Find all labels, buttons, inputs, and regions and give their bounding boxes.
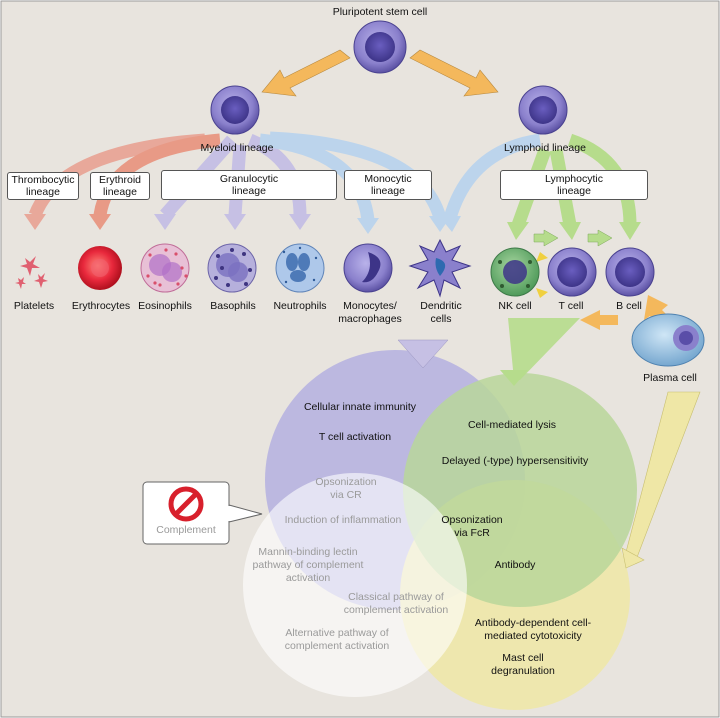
monocytes-label: Monocytes/ macrophages: [338, 300, 402, 325]
monocyte-icon: [343, 243, 393, 293]
venn-circles: [243, 350, 637, 710]
arrow-nk-t: [533, 229, 559, 247]
funnel-innate: [397, 339, 449, 369]
adcc-label: Antibody-dependent cell- mediated cytoto…: [474, 617, 592, 642]
inflammation-label: Induction of inflammation: [284, 514, 402, 526]
funnel-plasma-tip: [621, 547, 645, 569]
arrow-b-t: [580, 310, 618, 330]
funnel-lymphoid-tip: [500, 370, 528, 386]
dendritic-label: Dendritic cells: [420, 300, 462, 325]
t-cell-label: T cell: [558, 300, 584, 312]
basophil-icon: [207, 243, 257, 293]
mannin-label: Mannin-binding lectin pathway of complem…: [252, 546, 364, 584]
platelets-label: Platelets: [13, 300, 55, 312]
mast-cell-label: Mast cell degranulation: [491, 652, 555, 677]
stem-cell-label: Pluripotent stem cell: [332, 6, 428, 18]
plasma-cell-icon: [631, 313, 705, 367]
complement-circle: [243, 473, 467, 697]
nk-arrow-1: [536, 252, 548, 262]
monocytic-lineage-box: Monocytic lineage: [344, 170, 432, 200]
eosinophils-label: Eosinophils: [138, 300, 192, 312]
complement-label: Complement: [156, 524, 216, 536]
classical-pathway-label: Classical pathway of complement activati…: [343, 591, 449, 616]
myeloid-label: Myeloid lineage: [200, 142, 274, 154]
erythroid-lineage-box: Erythroid lineage: [90, 172, 150, 200]
stem-cell-nucleus: [365, 32, 395, 62]
nk-arrow-2: [536, 288, 548, 298]
nk-cell-icon: [490, 247, 540, 297]
arrow-stem-myeloid: [261, 49, 351, 97]
cell-lysis-label: Cell-mediated lysis: [467, 419, 557, 431]
plasma-cell-label: Plasma cell: [643, 372, 697, 384]
cell-mediated-circle: [403, 373, 637, 607]
opsonization-cr-label: Opsonization via CR: [315, 476, 377, 501]
arrow-t-b: [587, 229, 613, 247]
complement-callout: [142, 481, 263, 545]
eosinophil-icon: [140, 243, 190, 293]
funnel-lymphoid: [508, 318, 580, 380]
dendritic-cell-icon: [408, 238, 472, 298]
antibody-label: Antibody: [494, 559, 536, 571]
platelets-icon: [15, 256, 48, 289]
delayed-hypersensitivity-label: Delayed (-type) hypersensitivity: [441, 455, 589, 467]
erythrocytes-label: Erythrocytes: [71, 300, 131, 312]
opsonization-fcr-label: Opsonization via FcR: [441, 514, 503, 539]
cellular-innate-label: Cellular innate immunity: [303, 401, 417, 413]
nk-cell-label: NK cell: [498, 300, 532, 312]
lymphoid-label: Lymphoid lineage: [504, 142, 586, 154]
neutrophils-label: Neutrophils: [273, 300, 327, 312]
t-activation-label: T cell activation: [318, 431, 392, 443]
thrombocytic-lineage-box: Thrombocytic lineage: [7, 172, 79, 200]
arrow-stem-lymphoid: [409, 49, 499, 97]
lymphocytic-lineage-box: Lymphocytic lineage: [500, 170, 648, 200]
b-cell-label: B cell: [616, 300, 642, 312]
neutrophil-icon: [275, 243, 325, 293]
basophils-label: Basophils: [210, 300, 256, 312]
granulocytic-lineage-box: Granulocytic lineage: [161, 170, 337, 200]
alternative-pathway-label: Alternative pathway of complement activa…: [284, 627, 390, 652]
